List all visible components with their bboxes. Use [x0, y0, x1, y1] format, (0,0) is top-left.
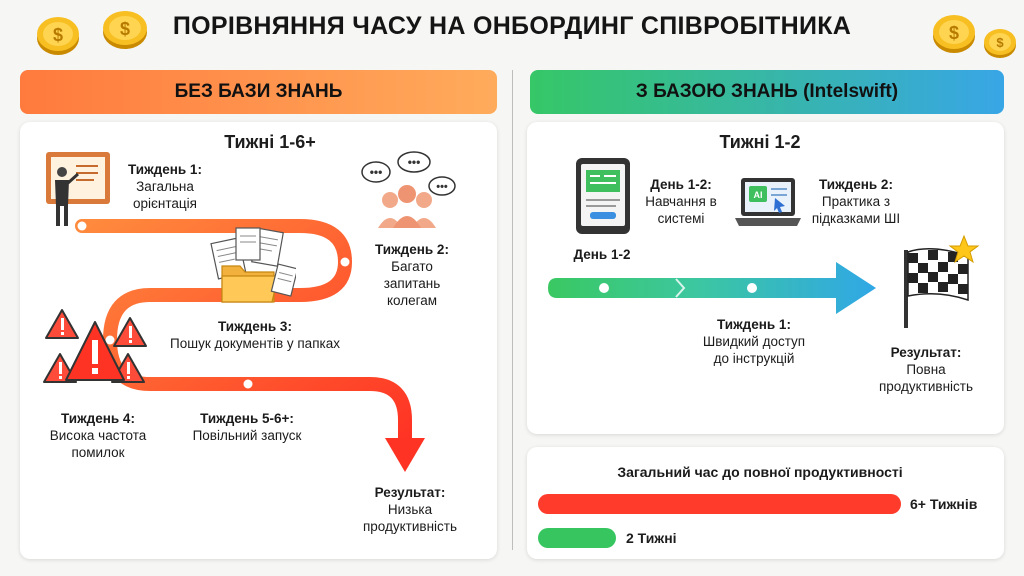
left-step-1: Тиждень 1:Загальна орієнтація [128, 162, 202, 211]
comparison-title: Загальний час до повної продуктивності [617, 464, 903, 480]
right-duration: Тижні 1-2 [719, 132, 801, 152]
svg-text:$: $ [949, 23, 959, 43]
left-step-2: Тиждень 2:Багато запитань колегам [375, 242, 449, 308]
folder-documents-icon [210, 227, 296, 303]
path-node [340, 257, 350, 267]
chat-group-icon: ••• ••• ••• [361, 151, 456, 228]
right-step-2: Тиждень 2:Практика з підказками ШІ [811, 177, 901, 226]
bar-without-kb [538, 494, 901, 514]
svg-text:$: $ [996, 35, 1004, 50]
svg-text:AI: AI [754, 190, 763, 200]
bar-with-kb-label: 2 Тижні [626, 530, 677, 546]
panel-divider [512, 70, 513, 550]
laptop-ai-icon: AI [735, 178, 801, 226]
banner-with-kb: З БАЗОЮ ЗНАНЬ (Intelswift) [530, 70, 1004, 114]
left-step-5: Тиждень 5-6+:Повільний запуск [192, 411, 302, 443]
right-step-1: День 1-2:Навчання в системі [645, 177, 717, 226]
coin-icon: $ [37, 17, 79, 55]
svg-text:•••: ••• [408, 155, 421, 169]
page-title: ПОРІВНЯННЯ ЧАСУ НА ОНБОРДИНГ СПІВРОБІТНИ… [172, 12, 852, 40]
left-result: Результат:Низька продуктивність [362, 485, 458, 534]
path-node [77, 221, 87, 231]
left-step-4: Тиждень 4:Висока частота помилок [49, 411, 147, 460]
coin-icon: $ [103, 11, 147, 49]
right-axis-label: День 1-2 [573, 247, 631, 262]
banner-without-kb: БЕЗ БАЗИ ЗНАНЬ [20, 70, 497, 114]
tablet-icon [576, 158, 630, 234]
path-node [243, 379, 253, 389]
bar-without-kb-label: 6+ Тижнів [910, 496, 978, 512]
left-step-3: Тиждень 3:Пошук документів у папках [170, 319, 340, 351]
svg-text:•••: ••• [370, 165, 383, 179]
warning-icon [43, 309, 147, 383]
path-node [599, 283, 609, 293]
svg-text:$: $ [53, 25, 63, 45]
coin-icon: $ [933, 15, 975, 53]
right-result: Результат:Повна продуктивність [878, 345, 974, 394]
checkered-flag-icon [904, 234, 980, 328]
right-step-3: Тиждень 1:Швидкий доступ до інструкцій [702, 317, 806, 366]
bar-with-kb [538, 528, 616, 548]
left-duration: Тижні 1-6+ [224, 132, 316, 152]
path-node [105, 335, 115, 345]
coin-icon: $ [984, 29, 1016, 58]
svg-text:•••: ••• [436, 181, 448, 193]
presentation-icon [46, 152, 110, 226]
svg-text:$: $ [120, 19, 130, 39]
path-node [747, 283, 757, 293]
